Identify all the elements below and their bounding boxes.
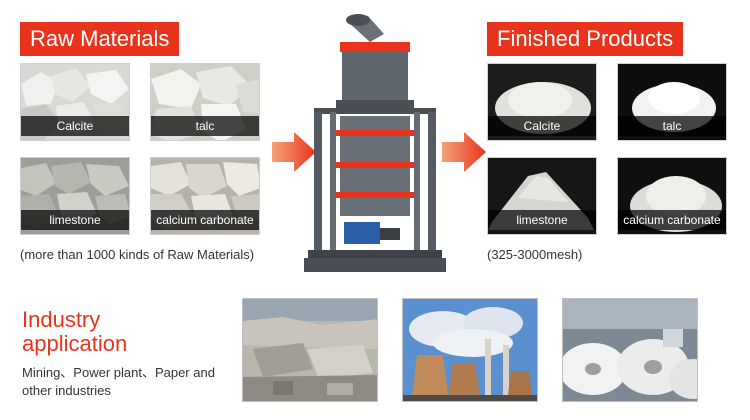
finished-product-label: calcium carbonate bbox=[618, 210, 726, 230]
finished-product-tile-calcite: Calcite bbox=[487, 63, 597, 141]
raw-materials-note: (more than 1000 kinds of Raw Materials) bbox=[20, 247, 255, 262]
finished-products-note: (325-3000mesh) bbox=[487, 247, 583, 262]
raw-materials-title: Raw Materials bbox=[30, 26, 170, 51]
raw-material-tile-calcium-carbonate: calcium carbonate bbox=[150, 157, 260, 235]
finished-products-banner: Finished Products bbox=[487, 22, 684, 56]
right-arrow-icon bbox=[272, 132, 316, 172]
raw-material-label: limestone bbox=[21, 210, 129, 230]
industry-title-line2: application bbox=[22, 331, 128, 356]
mining-quarry-photo bbox=[242, 298, 378, 402]
industry-application-text: Mining、Power plant、Paper and other indus… bbox=[22, 365, 215, 398]
right-arrow-icon bbox=[442, 132, 486, 172]
industry-application-title: Industry application bbox=[22, 308, 127, 356]
raw-material-tile-limestone: limestone bbox=[20, 157, 130, 235]
raw-material-label: Calcite bbox=[21, 116, 129, 136]
finished-product-label: Calcite bbox=[488, 116, 596, 136]
raw-materials-banner: Raw Materials bbox=[20, 22, 180, 56]
paper-industry-photo bbox=[562, 298, 698, 402]
industry-title-line1: Industry bbox=[22, 307, 101, 332]
raw-material-tile-calcite: Calcite bbox=[20, 63, 130, 141]
finished-product-tile-talc: talc bbox=[617, 63, 727, 141]
finished-product-label: talc bbox=[618, 116, 726, 136]
finished-products-title: Finished Products bbox=[497, 26, 674, 51]
raw-material-tile-talc: talc bbox=[150, 63, 260, 141]
raw-material-label: talc bbox=[151, 116, 259, 136]
power-plant-photo bbox=[402, 298, 538, 402]
finished-product-tile-limestone: limestone bbox=[487, 157, 597, 235]
grinding-mill-machine-image bbox=[304, 14, 446, 272]
finished-product-tile-calcium-carbonate: calcium carbonate bbox=[617, 157, 727, 235]
finished-product-label: limestone bbox=[488, 210, 596, 230]
raw-material-label: calcium carbonate bbox=[151, 210, 259, 230]
